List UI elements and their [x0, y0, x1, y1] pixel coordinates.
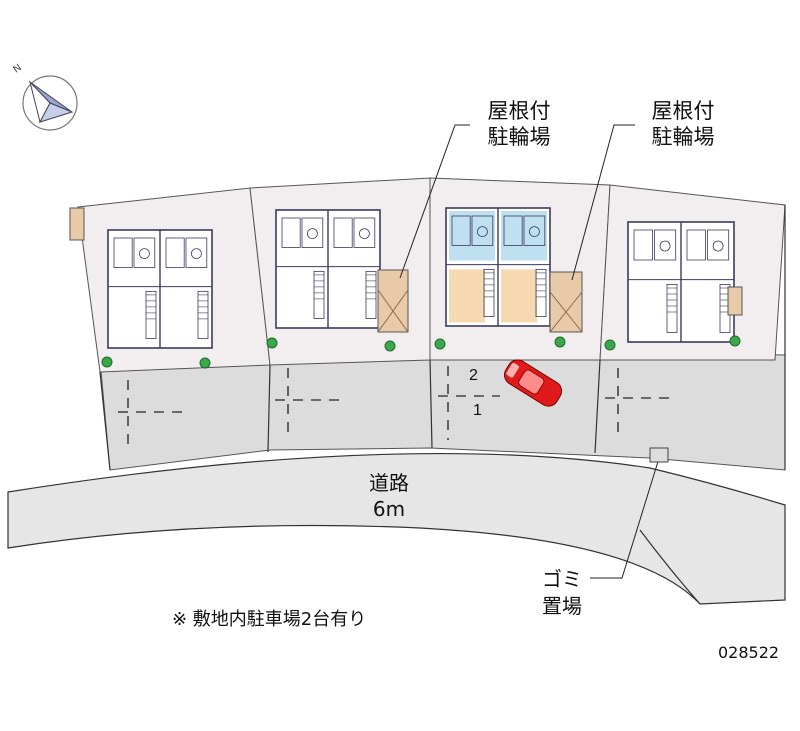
parking-space-number: 2: [469, 367, 478, 384]
tree-icon: [384, 340, 396, 352]
tree-icon: [101, 356, 113, 368]
tree-icon: [434, 338, 446, 350]
car-icon: [503, 359, 563, 407]
building-unit-pair: [627, 221, 735, 343]
bike-parking-label-2: 屋根付 駐輪場: [636, 98, 730, 150]
bike-parking-label-1: 屋根付 駐輪場: [472, 98, 566, 150]
tree-icon: [199, 357, 211, 369]
bike-parking-label-1-line1: 屋根付: [487, 99, 551, 123]
bike-rack-left: [69, 207, 743, 316]
bike-parking-roof-1: [377, 269, 409, 333]
parking-space-number: 1: [473, 402, 482, 419]
road-label-width: 6m: [372, 497, 406, 521]
tree-icon: [266, 337, 278, 349]
svg-text:N: N: [11, 62, 23, 75]
bike-parking-label-2-line2: 駐輪場: [651, 125, 715, 149]
tree-icon: [729, 335, 741, 347]
garbage-label-line1: ゴミ: [542, 567, 582, 591]
property-code: 028522: [718, 643, 780, 662]
road-label: 道路 6m: [344, 470, 434, 522]
garbage-box-icon: [649, 447, 669, 463]
building-unit-pair: [107, 229, 213, 349]
compass-icon: N: [11, 62, 78, 131]
tree-icon: [604, 339, 616, 351]
tree-icon: [554, 336, 566, 348]
bike-parking-roof-2: [549, 271, 583, 333]
road-label-name: 道路: [369, 471, 409, 495]
bike-parking-label-1-line2: 駐輪場: [487, 125, 551, 149]
tree-icons: [101, 335, 741, 369]
garbage-label-line2: 置場: [542, 594, 582, 618]
garbage-label: ゴミ 置場: [530, 566, 594, 620]
parking-ground: [99, 351, 786, 471]
bike-parking-label-2-line1: 屋根付: [651, 99, 715, 123]
parking-note: ※ 敷地内駐車場2台有り: [172, 609, 367, 630]
building-unit-pair: [445, 207, 551, 327]
building-unit-pair: [275, 209, 381, 329]
road-edge: [639, 529, 701, 605]
